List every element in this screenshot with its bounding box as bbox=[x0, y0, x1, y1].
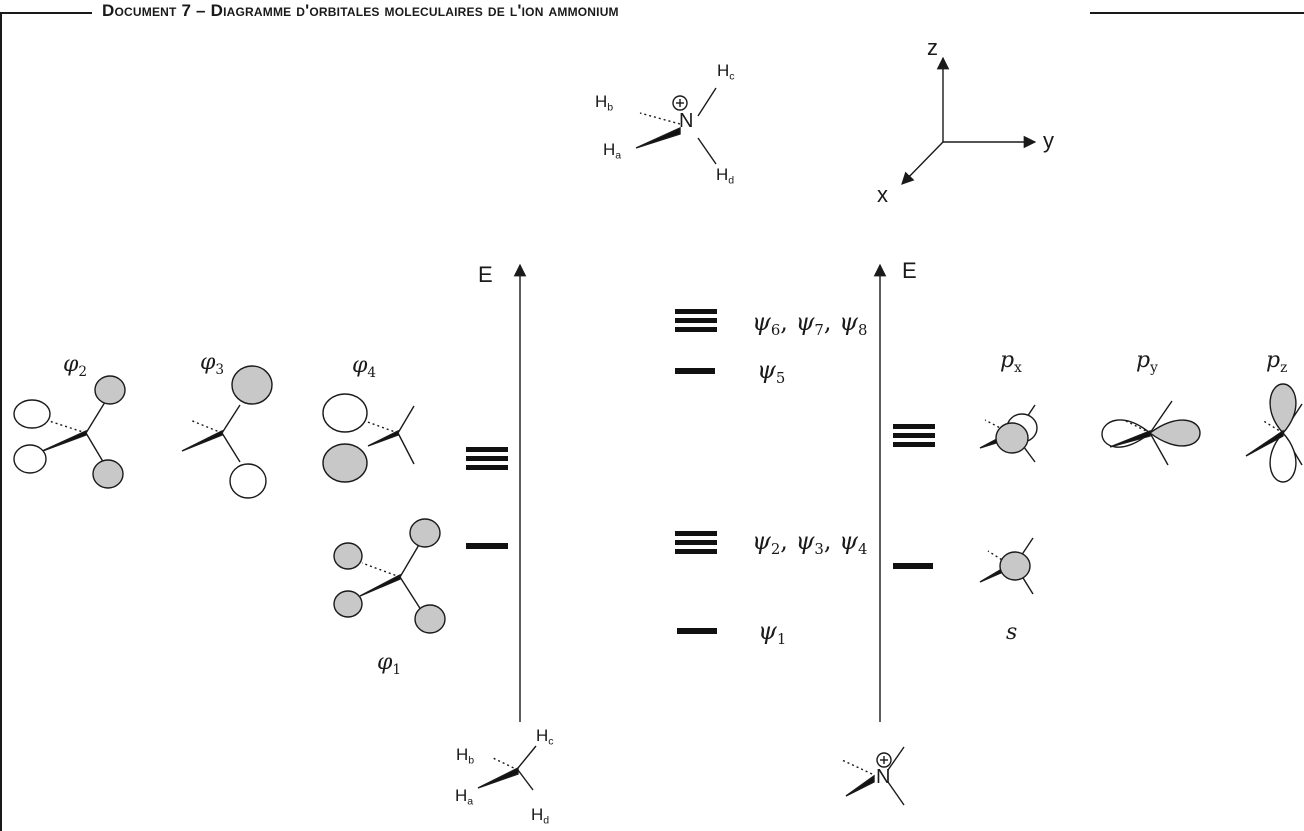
orbital-px bbox=[979, 404, 1038, 463]
energy-label-left: E bbox=[478, 262, 493, 287]
label-psi-678: ψ6, ψ7, ψ8 bbox=[752, 308, 868, 340]
level-psi-5 bbox=[675, 368, 715, 374]
label-pz: pz bbox=[1266, 348, 1288, 376]
label-s: s bbox=[1006, 620, 1018, 645]
coordinate-axes bbox=[901, 56, 1037, 185]
label-phi2: φ2 bbox=[63, 352, 88, 380]
ligand-levels bbox=[466, 447, 508, 549]
mo-levels bbox=[675, 309, 717, 634]
label-phi4: φ4 bbox=[352, 353, 377, 381]
orbital-phi1 bbox=[333, 518, 446, 634]
level-nitrogen-s bbox=[893, 563, 933, 569]
axis-y-label: y bbox=[1043, 128, 1054, 153]
frame-top-right bbox=[1090, 12, 1304, 14]
energy-label-right: E bbox=[902, 258, 917, 283]
frame-left bbox=[0, 12, 2, 831]
label-psi-234: ψ2, ψ3, ψ4 bbox=[752, 527, 868, 559]
level-psi-1 bbox=[677, 628, 717, 634]
orbital-s bbox=[979, 537, 1034, 595]
ammonium-structure bbox=[635, 87, 717, 165]
label-phi1: φ1 bbox=[377, 650, 402, 678]
level-nitrogen-p bbox=[893, 424, 935, 447]
axis-z-label: z bbox=[927, 35, 938, 60]
level-psi-678 bbox=[675, 309, 717, 332]
nitrogen-fragment bbox=[841, 746, 905, 806]
document-title: Document 7 – Diagramme d'orbitales molec… bbox=[96, 0, 625, 26]
ammonium-hd: Hd bbox=[716, 165, 735, 187]
orbital-phi4 bbox=[322, 393, 415, 483]
fragment-n: N bbox=[876, 766, 891, 788]
orbital-phi2 bbox=[13, 375, 126, 489]
ammonium-n: N bbox=[679, 110, 694, 132]
h4-fragment bbox=[477, 745, 537, 791]
label-psi-1: ψ1 bbox=[758, 617, 787, 649]
level-ligand-single bbox=[466, 543, 508, 549]
label-psi-5: ψ5 bbox=[757, 356, 786, 388]
label-px: px bbox=[1000, 348, 1022, 376]
nitrogen-levels bbox=[893, 424, 935, 569]
ammonium-ha: Ha bbox=[603, 140, 622, 162]
label-py: py bbox=[1136, 348, 1158, 376]
orbital-py bbox=[1101, 400, 1201, 466]
ammonium-hc: Hc bbox=[717, 61, 735, 83]
orbital-pz bbox=[1245, 383, 1303, 483]
fragment-ha: Ha bbox=[455, 786, 474, 808]
fragment-hb: Hb bbox=[456, 745, 475, 767]
frame-top-left bbox=[0, 12, 92, 14]
fragment-hd: Hd bbox=[531, 805, 550, 827]
fragment-hc: Hc bbox=[536, 726, 554, 748]
axis-x-label: x bbox=[877, 182, 888, 207]
orbital-phi3 bbox=[181, 365, 273, 499]
ammonium-hb: Hb bbox=[595, 92, 614, 114]
level-ligand-degenerate bbox=[466, 447, 508, 470]
level-psi-234 bbox=[675, 531, 717, 554]
label-phi3: φ3 bbox=[200, 350, 225, 378]
